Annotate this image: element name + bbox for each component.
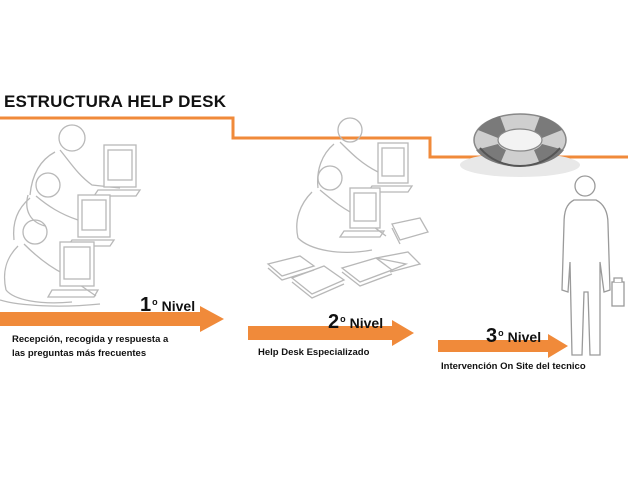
laptop-icon: [92, 144, 142, 197]
level-2-word: Nivel: [349, 315, 384, 331]
laptop-icon: [66, 194, 116, 247]
book-icon: [290, 265, 346, 299]
level-2-specialists-sketch: [266, 117, 429, 299]
level-2-description-line: Help Desk Especializado: [258, 347, 370, 358]
level-2-number: 2: [328, 311, 340, 333]
level-2-description: Help Desk Especializado: [258, 346, 369, 360]
laptop-icon: [366, 142, 414, 193]
level-2-ordinal: o: [340, 314, 346, 325]
level-3-ordinal: o: [498, 328, 504, 339]
technician-icon: [561, 175, 625, 356]
arrow-level-1: [0, 306, 224, 332]
book-icon: [375, 251, 422, 273]
laptop-icon: [338, 187, 386, 238]
step-line: [0, 116, 628, 159]
book-icon: [391, 217, 429, 245]
operator-sketch-icon: [26, 124, 121, 227]
level-1-operators-sketch: [0, 124, 142, 307]
lifebuoy-icon: [460, 113, 580, 177]
level-3-word: Nivel: [507, 329, 542, 345]
level-1-description: Recepción, recogida y respuesta a las pr…: [12, 333, 168, 361]
level-1-description-line: las preguntas más frecuentes: [12, 348, 147, 359]
level-3-number: 3: [486, 325, 498, 347]
diagram-title: ESTRUCTURA HELP DESK: [4, 92, 227, 111]
level-1-word: Nivel: [161, 298, 196, 314]
book-icon: [266, 255, 316, 281]
arrow-level-3: [438, 334, 568, 358]
level-1-number: 1: [140, 294, 152, 316]
level-1-description-line: Recepción, recogida y respuesta a: [12, 334, 169, 345]
arrow-level-2: [248, 320, 414, 346]
level-3-description: Intervención On Site del tecnico: [441, 360, 586, 374]
book-icon: [340, 257, 409, 287]
level-1-ordinal: o: [152, 297, 158, 308]
laptop-icon: [46, 241, 100, 298]
level-3-description-line: Intervención On Site del tecnico: [441, 361, 586, 372]
